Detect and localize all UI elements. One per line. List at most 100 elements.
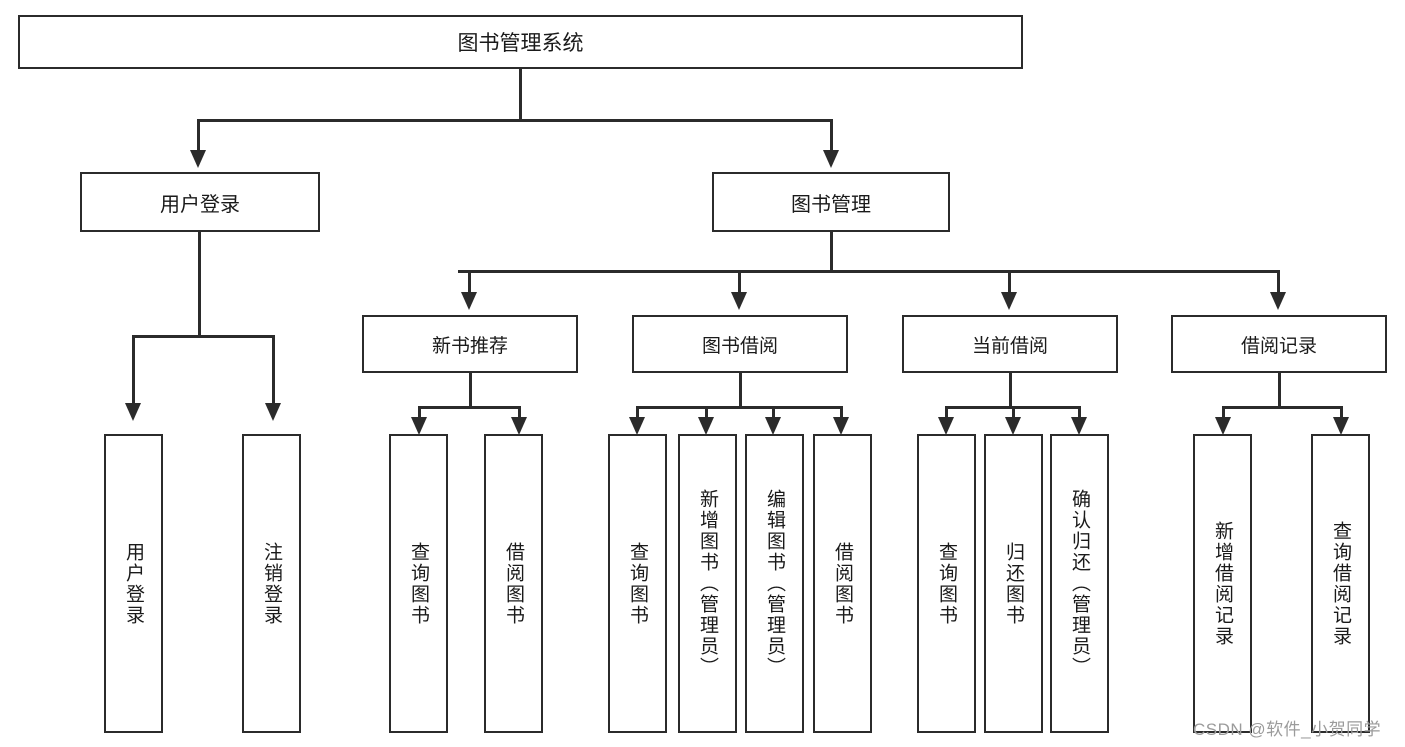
arrow-root-to-book-mgmt bbox=[823, 150, 839, 168]
leaf-borrow-query-book[interactable]: 查询图书 bbox=[608, 434, 667, 733]
leaf-record-add-label: 新增借阅记录 bbox=[1212, 520, 1233, 647]
leaf-inner: 查询借阅记录 bbox=[1313, 436, 1368, 731]
node-new-book-recommend[interactable]: 新书推荐 bbox=[362, 315, 578, 373]
arrow-book-mgmt-to-record bbox=[1270, 292, 1286, 310]
leaf-logout[interactable]: 注销登录 bbox=[242, 434, 301, 733]
leaf-inner: 编辑图书（管理员） bbox=[747, 436, 802, 731]
arrow-user-login-to-leaf1 bbox=[125, 403, 141, 421]
leaf-record-add[interactable]: 新增借阅记录 bbox=[1193, 434, 1252, 733]
node-book-borrow[interactable]: 图书借阅 bbox=[632, 315, 848, 373]
leaf-borrow-borrow-book-label: 借阅图书 bbox=[832, 541, 853, 626]
leaf-borrow-borrow-book[interactable]: 借阅图书 bbox=[813, 434, 872, 733]
connector-root-to-book-mgmt bbox=[830, 119, 833, 150]
connector-book-mgmt-to-recommend bbox=[468, 270, 471, 292]
connector-root-to-user-login bbox=[197, 119, 200, 150]
leaf-record-query-label: 查询借阅记录 bbox=[1330, 520, 1351, 647]
leaf-inner: 借阅图书 bbox=[486, 436, 541, 731]
arrow-record-to-leaf1 bbox=[1215, 417, 1231, 435]
connector-borrow-to-leaf4 bbox=[840, 406, 843, 417]
leaf-borrow-edit-book[interactable]: 编辑图书（管理员） bbox=[745, 434, 804, 733]
arrow-recommend-to-leaf2 bbox=[511, 417, 527, 435]
node-book-management-label: 图书管理 bbox=[791, 193, 871, 216]
arrow-book-mgmt-to-borrow bbox=[731, 292, 747, 310]
connector-root-bar bbox=[197, 119, 833, 122]
leaf-recommend-borrow-book-label: 借阅图书 bbox=[503, 541, 524, 626]
connector-book-mgmt-to-borrow bbox=[738, 270, 741, 292]
node-user-login-label: 用户登录 bbox=[160, 193, 240, 216]
node-root[interactable]: 图书管理系统 bbox=[18, 15, 1023, 69]
connector-recommend-stem bbox=[469, 373, 472, 406]
leaf-inner: 注销登录 bbox=[244, 436, 299, 731]
arrow-book-mgmt-to-current bbox=[1001, 292, 1017, 310]
arrow-borrow-to-leaf4 bbox=[833, 417, 849, 435]
connector-user-login-stem bbox=[198, 232, 201, 335]
leaf-logout-label: 注销登录 bbox=[261, 541, 282, 626]
leaf-current-query-book-label: 查询图书 bbox=[936, 541, 957, 626]
node-borrow-record-label: 借阅记录 bbox=[1240, 335, 1317, 357]
leaf-recommend-borrow-book[interactable]: 借阅图书 bbox=[484, 434, 543, 733]
leaf-inner: 查询图书 bbox=[919, 436, 974, 731]
arrow-record-to-leaf2 bbox=[1333, 417, 1349, 435]
arrow-current-to-leaf3 bbox=[1071, 417, 1087, 435]
node-book-borrow-label: 图书借阅 bbox=[701, 335, 778, 357]
arrow-user-login-to-leaf2 bbox=[265, 403, 281, 421]
node-current-borrow[interactable]: 当前借阅 bbox=[902, 315, 1118, 373]
arrow-borrow-to-leaf2 bbox=[698, 417, 714, 435]
connector-user-login-to-leaf1 bbox=[132, 335, 135, 403]
leaf-record-query[interactable]: 查询借阅记录 bbox=[1311, 434, 1370, 733]
node-root-label: 图书管理系统 bbox=[457, 32, 584, 55]
arrow-borrow-to-leaf3 bbox=[765, 417, 781, 435]
connector-recommend-bar bbox=[418, 406, 521, 409]
leaf-current-confirm-return[interactable]: 确认归还（管理员） bbox=[1050, 434, 1109, 733]
connector-record-stem bbox=[1278, 373, 1281, 406]
node-new-book-recommend-label: 新书推荐 bbox=[431, 335, 508, 357]
connector-user-login-to-leaf2 bbox=[272, 335, 275, 403]
leaf-inner: 确认归还（管理员） bbox=[1052, 436, 1107, 731]
node-user-login[interactable]: 用户登录 bbox=[80, 172, 320, 232]
arrow-book-mgmt-to-recommend bbox=[461, 292, 477, 310]
leaf-user-login[interactable]: 用户登录 bbox=[104, 434, 163, 733]
connector-record-bar bbox=[1222, 406, 1341, 409]
arrow-borrow-to-leaf1 bbox=[629, 417, 645, 435]
connector-book-mgmt-to-current bbox=[1008, 270, 1011, 292]
leaf-borrow-add-book-label: 新增图书（管理员） bbox=[697, 489, 718, 678]
leaf-borrow-edit-book-label: 编辑图书（管理员） bbox=[764, 489, 785, 678]
leaf-borrow-query-book-label: 查询图书 bbox=[627, 541, 648, 626]
node-current-borrow-label: 当前借阅 bbox=[971, 335, 1048, 357]
leaf-current-query-book[interactable]: 查询图书 bbox=[917, 434, 976, 733]
arrow-recommend-to-leaf1 bbox=[411, 417, 427, 435]
arrow-current-to-leaf2 bbox=[1005, 417, 1021, 435]
leaf-inner: 新增图书（管理员） bbox=[680, 436, 735, 731]
leaf-inner: 借阅图书 bbox=[815, 436, 870, 731]
connector-current-stem bbox=[1009, 373, 1012, 406]
connector-borrow-to-leaf3 bbox=[772, 406, 775, 417]
connector-user-login-bar bbox=[132, 335, 275, 338]
connector-current-to-leaf1 bbox=[945, 406, 948, 417]
leaf-user-login-label: 用户登录 bbox=[123, 541, 144, 626]
connector-record-to-leaf2 bbox=[1340, 406, 1343, 417]
watermark-text: CSDN @软件_小贺同学 bbox=[1193, 720, 1382, 739]
leaf-recommend-query-book[interactable]: 查询图书 bbox=[389, 434, 448, 733]
node-borrow-record[interactable]: 借阅记录 bbox=[1171, 315, 1387, 373]
connector-borrow-stem bbox=[739, 373, 742, 406]
leaf-inner: 用户登录 bbox=[106, 436, 161, 731]
leaf-current-return-book[interactable]: 归还图书 bbox=[984, 434, 1043, 733]
connector-borrow-to-leaf1 bbox=[636, 406, 639, 417]
leaf-current-return-book-label: 归还图书 bbox=[1003, 541, 1024, 626]
connector-recommend-to-leaf1 bbox=[418, 406, 421, 417]
leaf-recommend-query-book-label: 查询图书 bbox=[408, 541, 429, 626]
connector-current-to-leaf2 bbox=[1012, 406, 1015, 417]
connector-record-to-leaf1 bbox=[1222, 406, 1225, 417]
leaf-current-confirm-return-label: 确认归还（管理员） bbox=[1069, 489, 1090, 678]
node-book-management[interactable]: 图书管理 bbox=[712, 172, 950, 232]
leaf-borrow-add-book[interactable]: 新增图书（管理员） bbox=[678, 434, 737, 733]
leaf-inner: 查询图书 bbox=[391, 436, 446, 731]
connector-current-to-leaf3 bbox=[1078, 406, 1081, 417]
arrow-current-to-leaf1 bbox=[938, 417, 954, 435]
leaf-inner: 查询图书 bbox=[610, 436, 665, 731]
connector-borrow-to-leaf2 bbox=[705, 406, 708, 417]
connector-book-mgmt-stem bbox=[830, 232, 833, 270]
connector-book-mgmt-bar bbox=[458, 270, 1278, 273]
connector-recommend-to-leaf2 bbox=[518, 406, 521, 417]
